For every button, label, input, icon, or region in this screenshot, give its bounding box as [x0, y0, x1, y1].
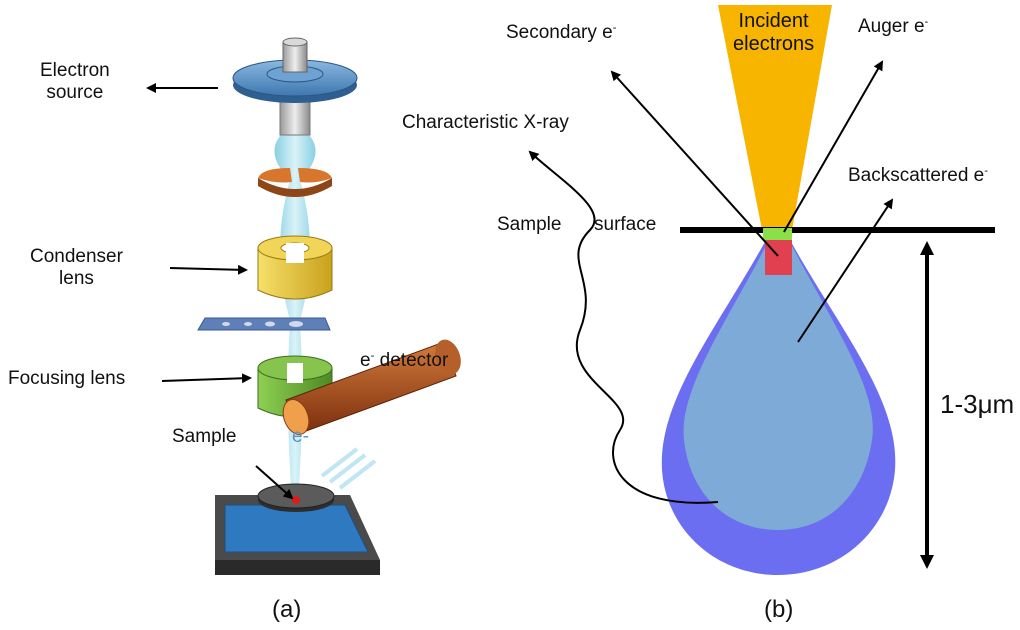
label-incident-electrons: Incident electrons	[733, 10, 815, 55]
condenser-lens-icon	[257, 235, 333, 300]
emitted-electron-arrows	[320, 447, 377, 490]
arrow-backscattered	[797, 198, 894, 343]
label-focusing-lens: Focusing lens	[8, 368, 126, 389]
label-emitted-electrons: e-	[292, 426, 309, 447]
label-sample: Sample	[172, 426, 237, 447]
arrow-sample	[255, 465, 294, 500]
arrow-secondary	[610, 70, 779, 257]
aperture-icon	[258, 168, 332, 197]
sample-stage-icon	[215, 483, 380, 575]
panel-label-a: (a)	[272, 596, 302, 623]
sample-spot-icon	[292, 496, 300, 504]
arrow-auger	[783, 60, 883, 233]
label-characteristic-xray: Characteristic X-ray	[402, 112, 569, 133]
inner-interaction-volume	[683, 242, 873, 530]
label-sample-surface-left: Sample	[497, 214, 562, 235]
arrow-condenser	[169, 264, 248, 275]
auger-zone	[763, 228, 792, 240]
aperture-strip-icon	[197, 317, 331, 331]
label-auger-electrons: Auger e-	[858, 16, 929, 37]
sem-column	[146, 37, 461, 575]
label-backscattered-electrons: Backscattered e-	[848, 165, 989, 186]
electron-detector-icon	[282, 339, 461, 435]
electron-source-icon	[232, 37, 358, 136]
label-depth: 1-3μm	[940, 389, 1015, 419]
electron-beam	[274, 128, 316, 500]
label-secondary-electrons: Secondary e-	[506, 22, 617, 43]
incident-beam-cone	[718, 5, 832, 230]
arrow-focusing	[161, 373, 252, 384]
label-electron-detector: e- detector	[360, 350, 449, 371]
label-electron-source: Electron source	[40, 60, 110, 103]
arrow-xray	[528, 150, 719, 504]
interaction-volume-diagram	[528, 5, 995, 575]
label-sample-surface-right: surface	[594, 214, 657, 235]
label-condenser-lens: Condenser lens	[30, 246, 123, 289]
panel-label-b: (b)	[764, 596, 794, 623]
